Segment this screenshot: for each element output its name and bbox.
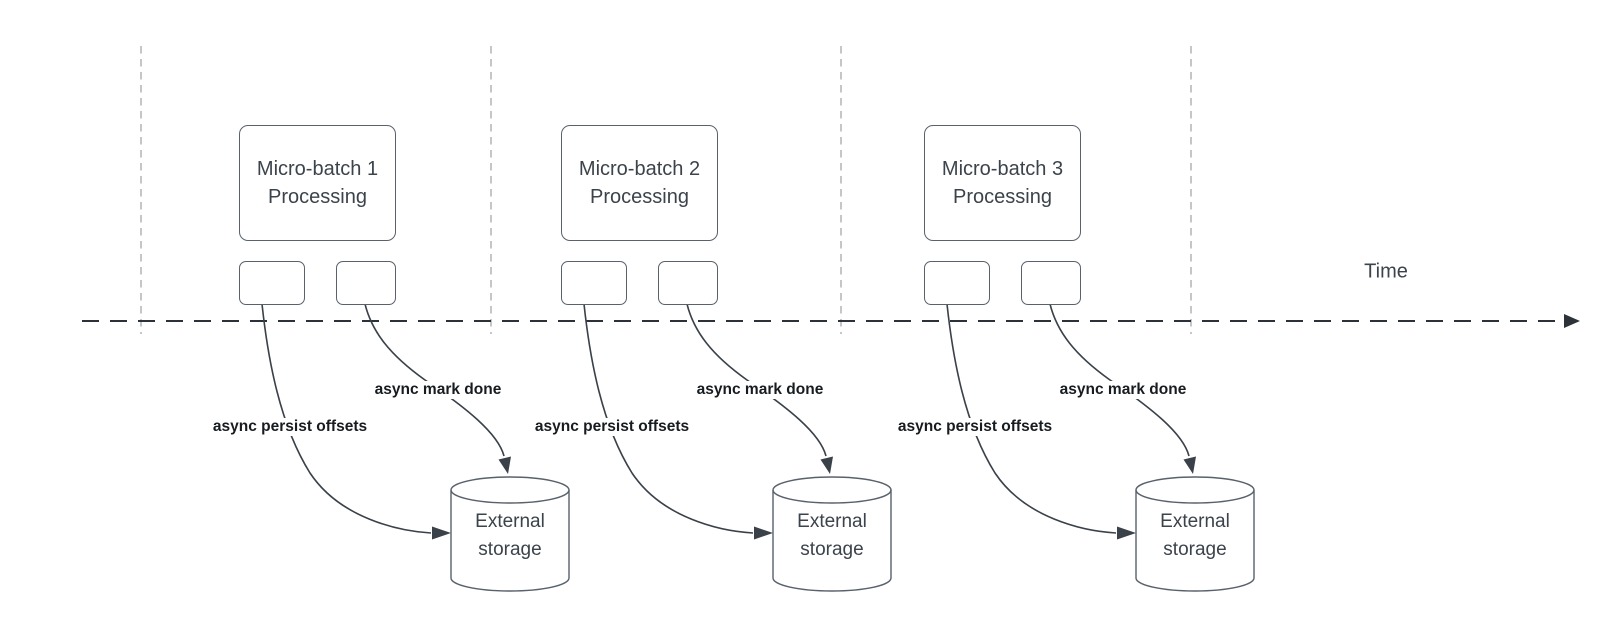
batch-2-async-persist-offsets-label: async persist offsets — [531, 418, 693, 436]
persist-offsets-arrowhead — [1117, 526, 1136, 540]
mark-done-arrowhead — [498, 456, 511, 474]
micro-batch-1-box-line2: Processing — [268, 186, 367, 208]
micro-batch-3-box: Micro-batch 3 Processing — [924, 125, 1081, 241]
external-storage-cylinder — [1135, 476, 1255, 592]
micro-batch-1-box: Micro-batch 1 Processing — [239, 125, 396, 241]
batch-1-external-storage-label: External storage — [475, 511, 545, 560]
micro-batch-2-box-line2: Processing — [590, 186, 689, 208]
mark-done-arrowhead — [1183, 456, 1196, 474]
persist-offsets-connector — [583, 303, 754, 534]
micro-batch-3-box-line2: Processing — [953, 186, 1052, 208]
batch-3-offset-chip — [924, 261, 990, 305]
external-storage-cylinder-rim — [450, 489, 570, 504]
batch-1-async-mark-done-label: async mark done — [371, 381, 505, 399]
batch-1-offset-chip — [239, 261, 305, 305]
persist-offsets-arrowhead — [754, 526, 773, 540]
persist-offsets-connector — [261, 303, 432, 534]
micro-batch-2-box: Micro-batch 2 Processing — [561, 125, 718, 241]
batch-3-async-persist-offsets-label: async persist offsets — [894, 418, 1056, 436]
external-storage-cylinder-rim — [1135, 489, 1255, 504]
batch-1-async-persist-offsets-label: async persist offsets — [209, 418, 371, 436]
external-storage-cylinder — [450, 476, 570, 592]
batch-2-done-chip — [658, 261, 718, 305]
batch-3-wires — [946, 303, 1255, 592]
batch-2-wires — [583, 303, 892, 592]
mark-done-connector — [364, 303, 505, 457]
batch-3-done-chip — [1021, 261, 1081, 305]
micro-batch-1-box-line1: Micro-batch 1 — [256, 158, 379, 180]
mark-done-connector — [686, 303, 827, 457]
mark-done-arrowhead — [820, 456, 833, 474]
persist-offsets-arrowhead — [432, 526, 451, 540]
batch-3-external-storage-label: External storage — [1160, 511, 1230, 560]
time-axis-label: Time — [1364, 260, 1408, 283]
external-storage-cylinder — [772, 476, 892, 592]
micro-batch-3-box-line1: Micro-batch 3 — [941, 158, 1064, 180]
time-axis-arrowhead — [1564, 314, 1580, 328]
batch-2-offset-chip — [561, 261, 627, 305]
mark-done-connector — [1049, 303, 1190, 457]
persist-offsets-connector — [946, 303, 1117, 534]
micro-batch-2-box-line1: Micro-batch 2 — [578, 158, 701, 180]
batch-2-async-mark-done-label: async mark done — [693, 381, 827, 399]
batch-2-external-storage-label: External storage — [797, 511, 867, 560]
batch-3-async-mark-done-label: async mark done — [1056, 381, 1190, 399]
batch-1-wires — [261, 303, 570, 592]
batch-1-done-chip — [336, 261, 396, 305]
external-storage-cylinder-rim — [772, 489, 892, 504]
